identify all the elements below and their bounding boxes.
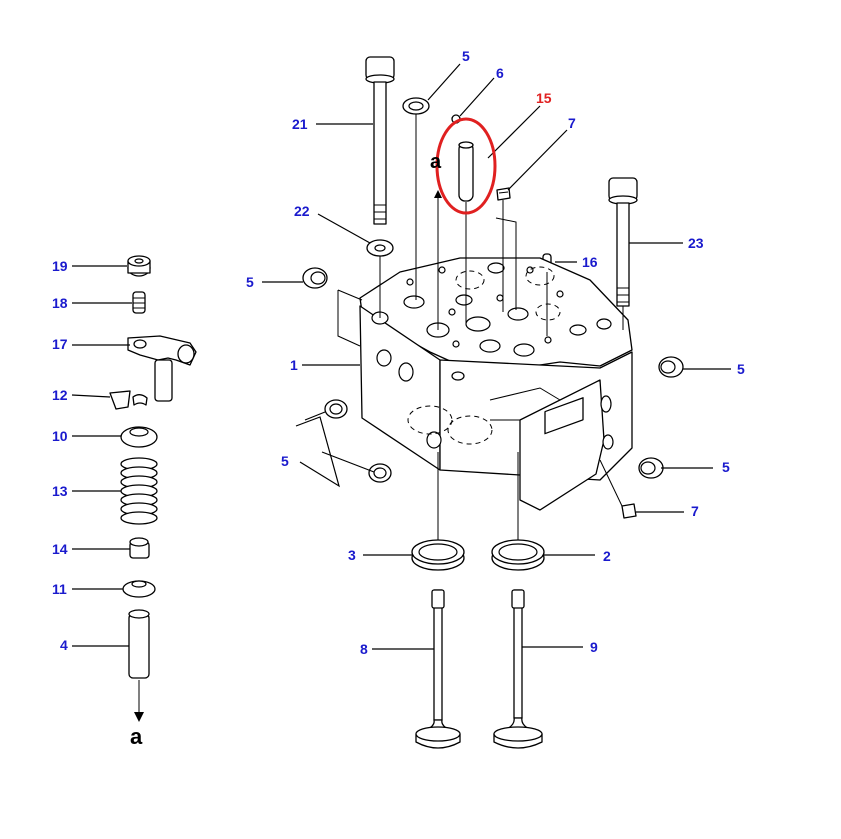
part-5-plug-right-low: [638, 457, 664, 479]
part-9-valve: [493, 589, 543, 749]
part-5-plug-left-mid: [324, 399, 348, 419]
label-4: 4: [60, 637, 68, 653]
label-12: 12: [52, 387, 68, 403]
reference-marker-a-top: a: [430, 151, 442, 173]
label-14: 14: [52, 541, 68, 557]
label-19: 19: [52, 258, 68, 274]
label-1: 1: [290, 357, 298, 373]
part-5-plug-left: [302, 267, 328, 289]
label-7-top: 7: [568, 115, 576, 131]
label-6: 6: [496, 65, 504, 81]
part-23-head-bolt: [608, 177, 638, 307]
label-9: 9: [590, 639, 598, 655]
part-5-seal-ring-top: [402, 97, 430, 115]
assembly-center-lines: [379, 114, 624, 540]
label-22: 22: [294, 203, 310, 219]
part-18-adjusting-screw: [132, 291, 146, 314]
label-5-left-bracket: 5: [281, 453, 289, 469]
label-8: 8: [360, 641, 368, 657]
part-14-valve-stem-seal: [129, 537, 150, 559]
part-22-washer: [366, 239, 394, 257]
part-13-valve-spring: [120, 457, 158, 525]
part-21-head-bolt: [365, 56, 395, 225]
label-13: 13: [52, 483, 68, 499]
part-7-plug-top: [496, 187, 511, 201]
label-17: 17: [52, 336, 68, 352]
leader-lines: [71, 63, 731, 650]
part-8-valve: [415, 589, 461, 749]
highlight-ring-part-15: [435, 117, 497, 215]
part-1-cylinder-head: [337, 257, 633, 511]
part-2-valve-seat-ring: [491, 539, 545, 571]
part-10-spring-retainer: [120, 426, 158, 448]
part-3-valve-seat-ring: [411, 539, 465, 571]
label-5-left-top: 5: [246, 274, 254, 290]
label-10: 10: [52, 428, 68, 444]
part-17-valve-bridge: [127, 335, 197, 402]
label-5-top: 5: [462, 48, 470, 64]
label-5-right-lower: 5: [722, 459, 730, 475]
part-5-plug-right-upper: [658, 356, 684, 378]
label-16: 16: [582, 254, 598, 270]
label-11: 11: [52, 581, 67, 597]
part-12-valve-cotters: [109, 390, 148, 410]
label-18: 18: [52, 295, 68, 311]
label-2: 2: [603, 548, 611, 564]
label-3: 3: [348, 547, 356, 563]
label-21: 21: [292, 116, 308, 132]
label-23: 23: [688, 235, 704, 251]
reference-marker-a-bottom: a: [130, 724, 143, 749]
label-15: 15: [536, 90, 552, 106]
callout-labels: 19 18 17 12 10 13 14 11 4 21 22 5 1 5 5 …: [52, 48, 745, 657]
label-7-bottom: 7: [691, 503, 699, 519]
label-5-right-upper: 5: [737, 361, 745, 377]
part-5-plug-left-low: [368, 463, 392, 483]
part-4-valve-guide: [128, 609, 150, 722]
part-15-sleeve: [458, 141, 474, 202]
part-11-spring-seat: [122, 580, 156, 598]
part-7-plug-bottom: [621, 503, 637, 519]
part-19-nut: [127, 255, 151, 277]
